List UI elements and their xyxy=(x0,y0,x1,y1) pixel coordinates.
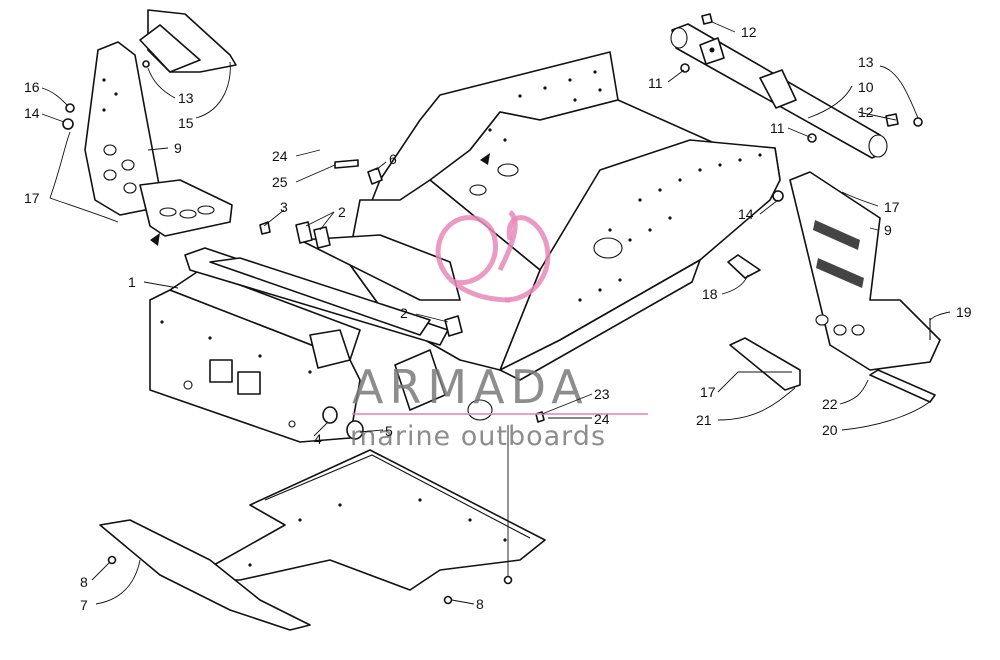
steering-support-left xyxy=(139,9,237,73)
bolt-12-top xyxy=(701,13,713,25)
callout-8: 8 xyxy=(476,596,484,612)
callout-6: 6 xyxy=(389,151,397,167)
callout-14: 14 xyxy=(24,105,40,121)
callout-21: 21 xyxy=(696,412,712,428)
callout-12: 12 xyxy=(858,104,874,120)
callout-labels: 12 11 13 10 12 11 16 14 13 15 9 17 24 6 … xyxy=(24,24,972,613)
footrest-right xyxy=(789,171,941,371)
callout-1: 1 xyxy=(128,274,136,290)
bushing-2-mid xyxy=(444,315,463,337)
strap-20 xyxy=(869,369,936,403)
callout-4: 4 xyxy=(314,431,322,447)
callout-2: 2 xyxy=(338,204,346,220)
washer-14-left xyxy=(62,118,74,130)
callout-3: 3 xyxy=(280,199,288,215)
callout-11: 11 xyxy=(648,75,663,91)
bolt-13-left xyxy=(142,60,150,68)
bracket-18 xyxy=(727,254,761,279)
watermark: ARMADA marine outboards xyxy=(350,210,648,452)
callout-2: 2 xyxy=(400,305,408,321)
callout-17: 17 xyxy=(700,384,716,400)
callout-16: 16 xyxy=(24,79,40,95)
watermark-brand: ARMADA xyxy=(352,360,589,414)
leader-lines xyxy=(41,21,951,605)
spacer-6 xyxy=(367,167,383,185)
bolt-12-right xyxy=(885,113,923,127)
callout-14: 14 xyxy=(738,206,754,222)
front-bulkhead xyxy=(149,234,493,443)
callout-24: 24 xyxy=(594,411,610,427)
screws-8-bottom xyxy=(443,575,513,605)
callout-19: 19 xyxy=(956,304,972,320)
bushing-4 xyxy=(322,406,338,424)
footrest-left xyxy=(84,41,233,246)
callout-22: 22 xyxy=(822,396,838,412)
pin-25 xyxy=(334,159,359,169)
callout-10: 10 xyxy=(858,79,874,95)
callout-11: 11 xyxy=(770,120,785,136)
bushing-5 xyxy=(346,420,364,440)
callout-15: 15 xyxy=(178,115,194,131)
belly-pan xyxy=(204,449,546,591)
callout-5: 5 xyxy=(385,423,393,439)
callout-17: 17 xyxy=(24,190,40,206)
callout-12: 12 xyxy=(741,24,757,40)
callout-17: 17 xyxy=(884,199,900,215)
callout-25: 25 xyxy=(272,174,288,190)
watermark-logo xyxy=(435,210,551,303)
callout-8: 8 xyxy=(80,574,88,590)
callout-13: 13 xyxy=(858,54,874,70)
callout-20: 20 xyxy=(822,422,838,438)
bushings-2-top xyxy=(295,221,331,249)
steering-cross-tube xyxy=(670,23,888,159)
callout-24: 24 xyxy=(272,148,288,164)
bushing-3 xyxy=(259,221,271,235)
callout-9: 9 xyxy=(174,140,182,156)
callout-7: 7 xyxy=(80,597,88,613)
callout-18: 18 xyxy=(702,286,718,302)
nut-11-top xyxy=(680,63,690,73)
skid-plate xyxy=(99,519,311,631)
callout-9: 9 xyxy=(884,222,892,238)
screw-8-left xyxy=(107,555,117,565)
tunnel-rivets xyxy=(488,70,762,302)
bracket-21 xyxy=(729,337,801,391)
callout-23: 23 xyxy=(594,386,610,402)
callout-13: 13 xyxy=(178,90,194,106)
washer-14-right xyxy=(772,190,784,202)
watermark-tagline: marine outboards xyxy=(350,421,606,452)
